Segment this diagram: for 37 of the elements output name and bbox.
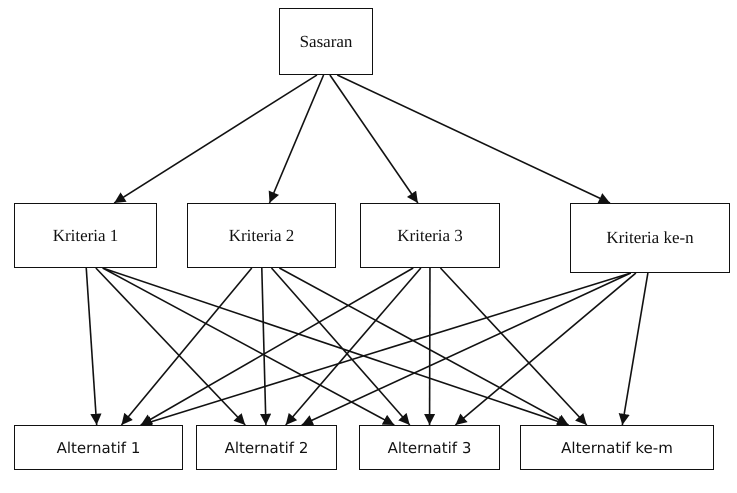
arrow <box>140 272 632 428</box>
arrow <box>279 267 569 426</box>
arrow <box>102 267 395 426</box>
arrow <box>301 272 632 426</box>
criteria-box <box>279 8 373 75</box>
criteria-box <box>360 203 500 268</box>
arrow <box>120 267 252 426</box>
criteria-box <box>570 203 730 273</box>
arrow <box>454 272 636 426</box>
node-label: Alternatif 3 <box>388 438 472 456</box>
arrow <box>285 267 422 426</box>
arrow <box>270 267 410 426</box>
node-label: Kriteria ke-n <box>606 228 694 248</box>
node-label: Kriteria 2 <box>228 226 294 246</box>
node-label: Sasaran <box>300 32 352 52</box>
criteria-box <box>187 203 336 268</box>
arrow <box>329 74 419 204</box>
alternative-box <box>14 425 183 470</box>
node-label: Alternatif 1 <box>56 438 140 456</box>
node-label: Alternatif ke-m <box>561 438 673 456</box>
node-label: Kriteria 1 <box>52 226 118 246</box>
node-label: Kriteria 3 <box>397 226 463 246</box>
arrow <box>114 74 318 204</box>
arrow <box>440 267 588 426</box>
alternative-box <box>196 425 337 470</box>
arrow <box>260 268 272 426</box>
alternative-box <box>520 425 714 470</box>
node-label: Alternatif 2 <box>224 438 308 456</box>
arrow <box>85 268 102 426</box>
arrow <box>140 267 414 426</box>
criteria-box <box>14 203 157 268</box>
arrow <box>336 74 610 204</box>
alternative-box <box>359 425 500 470</box>
arrow <box>268 74 324 204</box>
arrow <box>95 267 246 426</box>
arrow <box>424 268 436 425</box>
arrow <box>618 272 649 426</box>
